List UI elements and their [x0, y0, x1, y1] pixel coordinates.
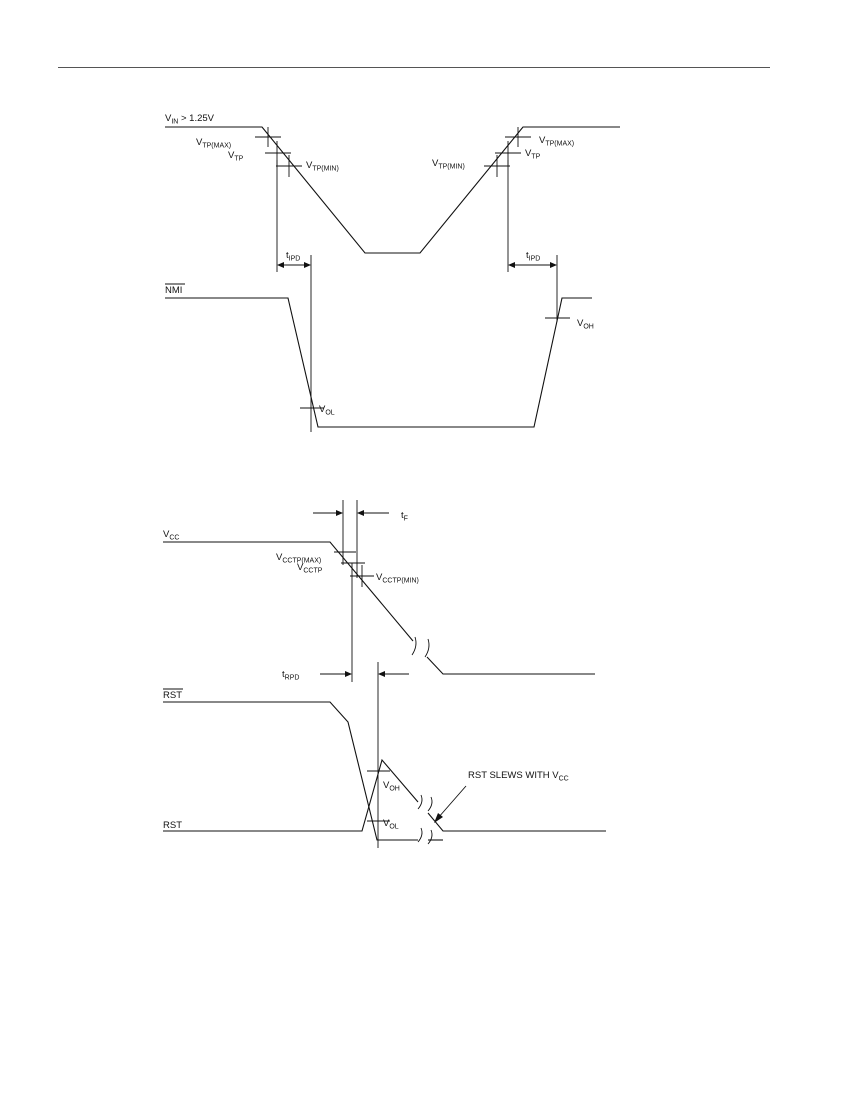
tipd-left-arrow — [277, 262, 311, 268]
vtp-max-right-label: VTP(MAX) — [539, 135, 574, 148]
trpd-arrow-right — [378, 671, 409, 677]
vtp-tick-left — [265, 141, 291, 165]
vcctp-min-tick — [350, 565, 374, 587]
rst-bar-waveform — [163, 701, 418, 841]
header-rule — [58, 67, 770, 68]
tipd-right-label: tIPD — [526, 250, 540, 263]
nmi-label: NMI — [165, 285, 182, 296]
trpd-label: tRPD — [282, 669, 299, 682]
slew-note-arrow — [434, 785, 467, 823]
vtp-left-label: VTP — [228, 150, 244, 163]
rst-break-mark — [417, 794, 433, 845]
vcctp-min-label: VCCTP(MIN) — [376, 572, 419, 585]
vcc-waveform-upper — [163, 541, 414, 642]
vtp-min-right-label: VTP(MIN) — [432, 158, 465, 171]
tipd-right-arrow — [508, 262, 557, 268]
vin-nmi-timing-diagram: VIN > 1.25V VTP(MAX) VTP VTP(MIN) VTP(MI… — [165, 113, 620, 432]
vtp-min-left-label: VTP(MIN) — [306, 160, 339, 173]
tf-label: tF — [401, 510, 408, 523]
slew-note-label: RST SLEWS WITH VCC — [468, 770, 569, 783]
vtp-max-tick-right — [505, 127, 531, 147]
rst-label: RST — [163, 820, 182, 831]
tf-arrow-right — [357, 510, 389, 516]
vcc-break-mark — [411, 636, 430, 658]
voh-label-nmi: VOH — [577, 318, 594, 331]
vcc-rst-timing-diagram: VCC tF VCCTP(MAX) VCCTP VCCTP(MIN) tRPD … — [163, 500, 606, 848]
rst-bar-label: RST — [163, 690, 182, 701]
rst-waveform — [163, 758, 419, 832]
vol-label-nmi: VOL — [319, 404, 335, 417]
voh-label-rst: VOH — [383, 780, 400, 793]
tipd-left-label: tIPD — [286, 250, 300, 263]
vcctp-max-label: VCCTP(MAX) — [276, 552, 321, 565]
vin-label: VIN > 1.25V — [165, 113, 215, 126]
vcctp-label: VCCTP — [297, 562, 323, 575]
vcc-waveform-lower — [426, 656, 595, 675]
vcc-label: VCC — [163, 529, 179, 542]
rst-waveform-tail — [427, 812, 606, 832]
nmi-waveform — [165, 297, 592, 428]
vtp-max-tick-left — [255, 127, 281, 147]
vol-label-rst: VOL — [383, 818, 399, 831]
trpd-arrow-left — [320, 671, 352, 677]
vtp-min-tick-left — [276, 155, 302, 177]
tf-arrow-left — [313, 510, 343, 516]
vin-waveform — [165, 126, 620, 254]
vtp-min-tick-right — [484, 155, 510, 177]
vtp-max-left-label: VTP(MAX) — [196, 137, 231, 150]
vtp-right-label: VTP — [525, 148, 541, 161]
